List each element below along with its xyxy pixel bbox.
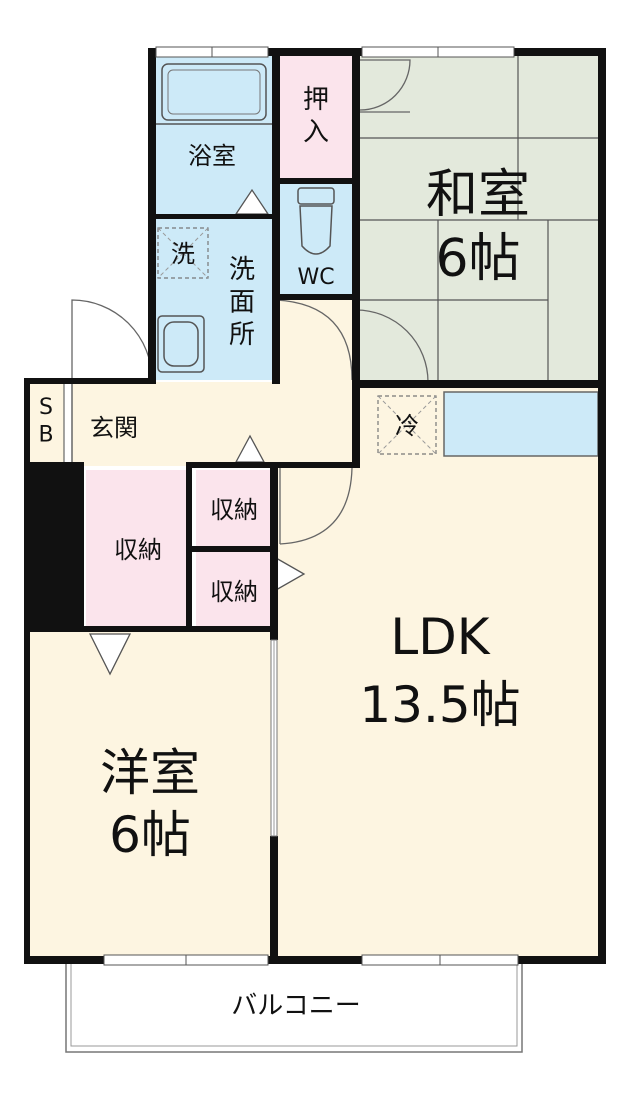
storage-top-label: 収納	[210, 496, 258, 524]
ldk-label: LDK	[390, 608, 490, 666]
sink-fixture	[157, 315, 205, 373]
tatami-lines	[356, 56, 601, 382]
wc-label: WC	[297, 265, 334, 290]
walls	[24, 48, 606, 964]
toilet-fixture	[297, 187, 335, 255]
washitsu-label: 和室	[426, 165, 530, 225]
storage-bottom-label: 収納	[210, 578, 258, 606]
oshiire-floor	[280, 56, 352, 178]
youshitsu-floor	[28, 632, 276, 958]
youshitsu-label: 洋室	[100, 744, 200, 802]
kitchen-counter	[443, 391, 599, 457]
fridge-space	[377, 395, 437, 455]
washer-cross-2	[157, 227, 209, 279]
storage-big-label: 収納	[114, 536, 162, 564]
washer-label: 洗	[171, 240, 195, 268]
fridge-label: 冷	[395, 412, 419, 440]
genkan-label: 玄関	[90, 414, 138, 442]
balcony	[65, 961, 523, 1053]
sb-floor	[28, 382, 64, 462]
storage-bottom-floor	[196, 552, 274, 628]
hall-floor	[276, 298, 356, 388]
bath-label: 浴室	[188, 142, 236, 170]
window-mullions	[185, 47, 441, 965]
bathtub	[161, 63, 267, 121]
storage-big-floor	[86, 470, 190, 628]
youshitsu-size: 6帖	[109, 806, 191, 864]
storage-top-floor	[196, 470, 274, 548]
washer-space	[157, 227, 209, 279]
genkan-floor	[72, 382, 356, 466]
washitsu-floor	[356, 56, 601, 382]
bathtub-inner	[167, 69, 261, 115]
oshiire-label: 押入	[303, 85, 329, 148]
washroom-label: 洗面所	[229, 255, 255, 350]
balcony-label: バルコニー	[231, 991, 360, 1021]
washitsu-size: 6帖	[435, 229, 520, 289]
ldk-size: 13.5帖	[359, 676, 520, 734]
ldk-floor	[276, 385, 601, 958]
